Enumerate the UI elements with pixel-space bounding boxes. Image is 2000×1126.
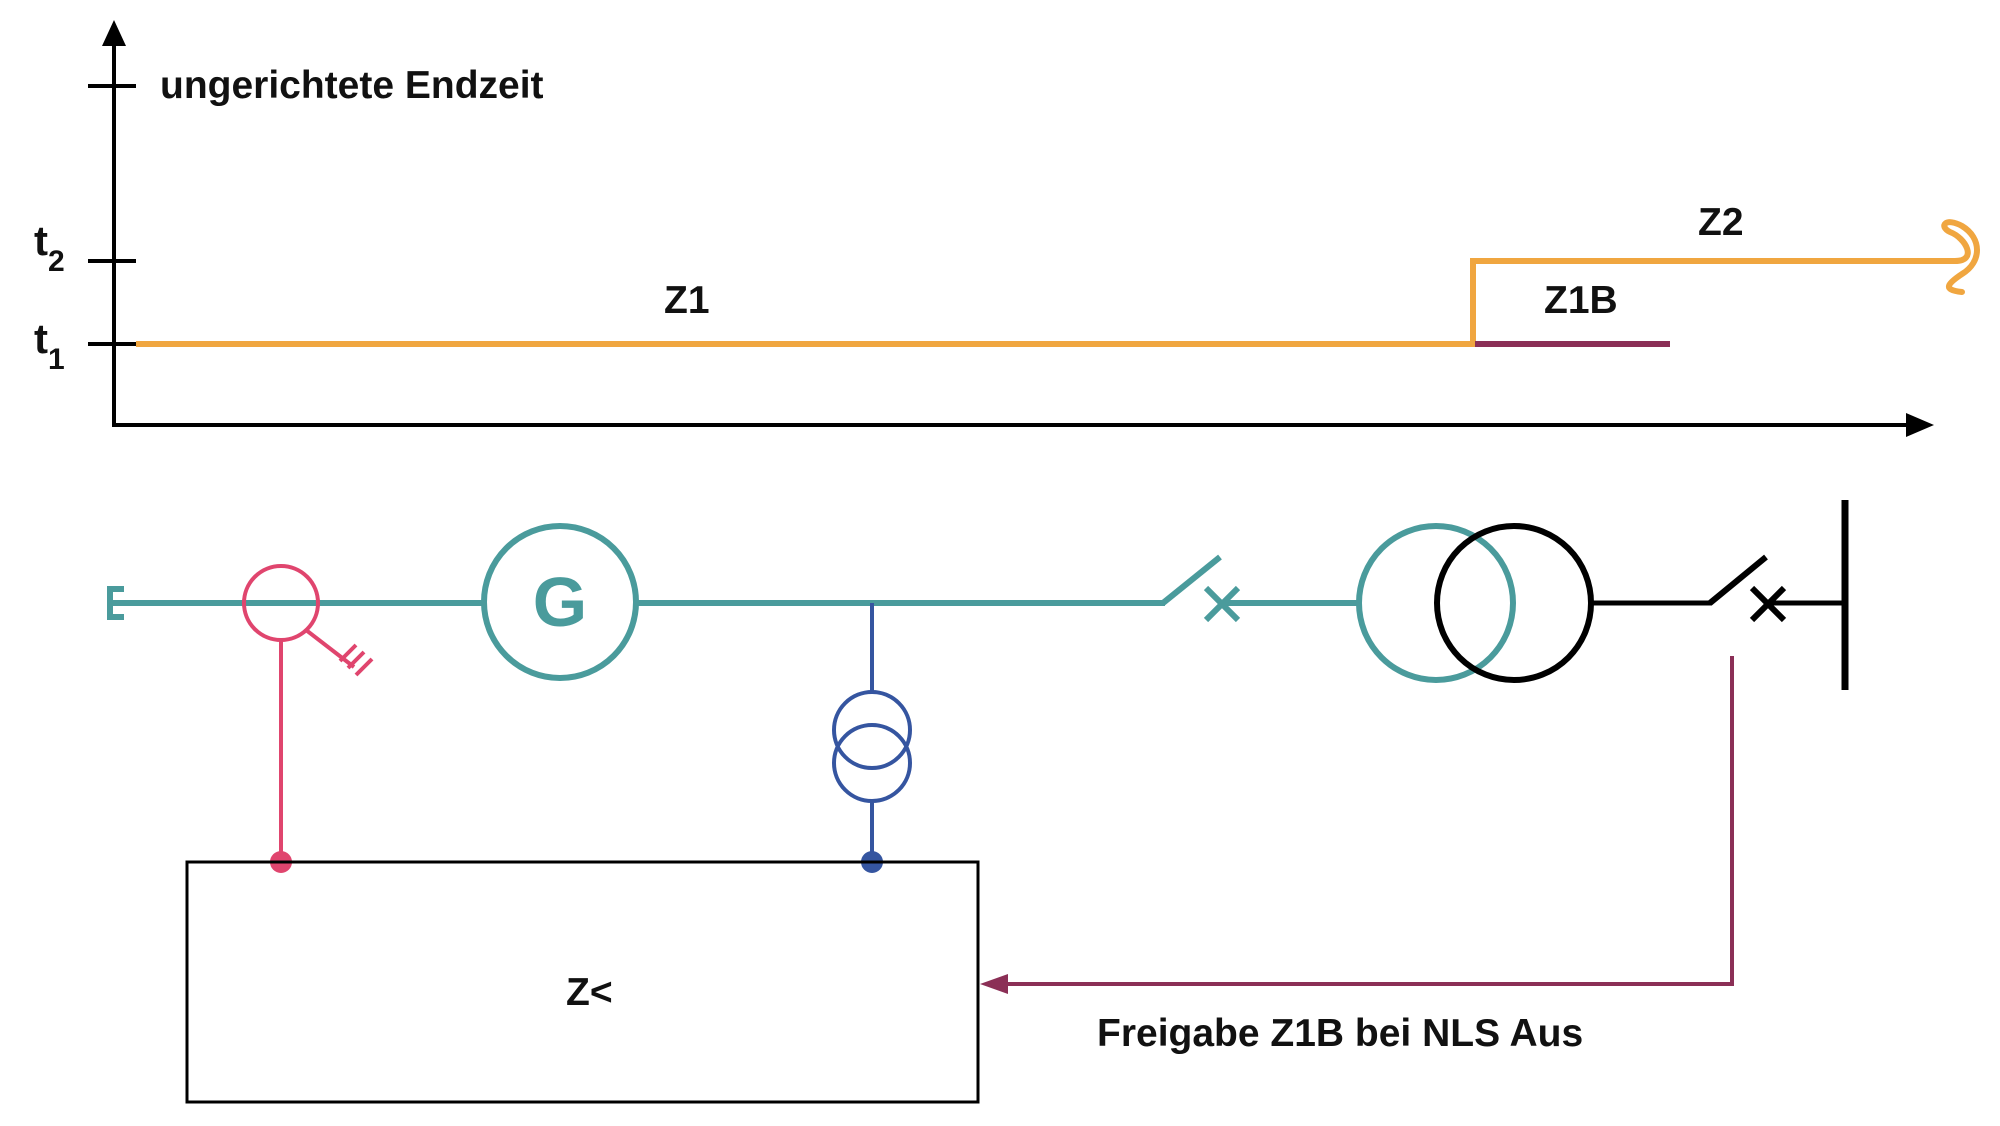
svg-text:G: G [533, 563, 587, 641]
tick-label-t2: t2 [34, 217, 65, 278]
y-axis-label-endzeit: ungerichtete Endzeit [160, 64, 544, 107]
network-breaker-icon [1708, 554, 1787, 623]
relay-label: Z< [566, 971, 613, 1014]
timing-diagram: ungerichtete Endzeit t2 t1 Z1 Z1B Z2 [34, 20, 1980, 437]
generator-icon: G [481, 523, 639, 681]
x-axis-arrowhead [1906, 413, 1934, 437]
purple-feedback-line [996, 656, 1734, 986]
generator-breaker-icon [1161, 554, 1241, 623]
zone-z2-continuation-squiggle [1941, 219, 1980, 295]
neutral-current-transformer-icon [242, 564, 374, 677]
unit-transformer-icon [1356, 523, 1594, 683]
voltage-transformer-icon [832, 690, 912, 803]
purple-feedback-arrowhead [980, 974, 1008, 994]
signal-label: Freigabe Z1B bei NLS Aus [1097, 1012, 1583, 1055]
tick-label-t1: t1 [34, 315, 65, 376]
y-axis-arrowhead [102, 20, 126, 46]
zone-label-z2: Z2 [1698, 201, 1744, 244]
zone-label-z1b: Z1B [1544, 279, 1618, 322]
relay-box [185, 860, 980, 1104]
zone-z1-line [136, 258, 1955, 347]
zone-label-z1: Z1 [664, 279, 710, 322]
circuit-diagram: G [107, 500, 1849, 1104]
